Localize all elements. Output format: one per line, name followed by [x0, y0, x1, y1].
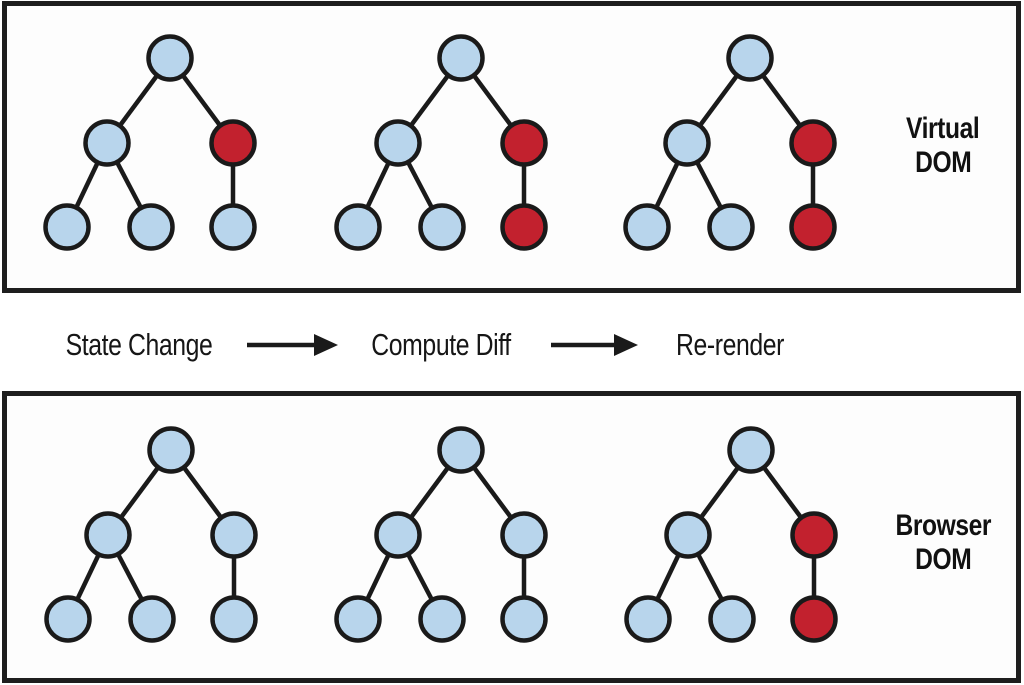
tree-node: [210, 595, 258, 643]
virtual-dom-tree-2: [334, 34, 548, 251]
tree-node: [726, 34, 774, 82]
tree-node: [43, 203, 91, 251]
tree-node: [708, 595, 756, 643]
tree-node: [146, 34, 194, 82]
process-step-state-change: State Change: [65, 327, 213, 362]
tree-node-changed: [500, 119, 548, 167]
tree-node: [374, 511, 422, 559]
virtual-dom-label: Virtual DOM: [863, 112, 1023, 180]
browser-dom-tree-1: [44, 426, 258, 643]
tree-node: [44, 595, 92, 643]
tree-node-changed: [209, 119, 257, 167]
tree-node-changed: [790, 595, 838, 643]
arrow-right-icon: [246, 332, 338, 358]
tree-node: [437, 426, 485, 474]
arrow-right-icon: [550, 332, 638, 358]
virtual-dom-label-line2: DOM: [914, 146, 972, 179]
tree-node-changed: [789, 119, 837, 167]
tree-node: [334, 203, 382, 251]
tree-node: [418, 203, 466, 251]
process-flow: State Change Compute Diff Re-render: [0, 294, 1024, 391]
tree-node: [500, 511, 548, 559]
tree-node: [727, 426, 775, 474]
tree-node-changed: [500, 203, 548, 251]
tree-node-changed: [789, 203, 837, 251]
tree-node: [664, 511, 712, 559]
tree-node: [374, 119, 422, 167]
tree-node: [623, 203, 671, 251]
virtual-dom-label-line1: Virtual: [906, 112, 980, 145]
process-step-re-render: Re-render: [675, 327, 785, 362]
tree-node: [624, 595, 672, 643]
tree-node: [334, 595, 382, 643]
tree-node: [707, 203, 755, 251]
virtual-dom-tree-3: [623, 34, 837, 251]
process-step-compute-diff: Compute Diff: [371, 327, 511, 362]
browser-dom-tree-2: [334, 426, 548, 643]
virtual-dom-panel: Virtual DOM: [2, 1, 1021, 293]
browser-dom-label-line2: DOM: [914, 543, 972, 576]
tree-node: [147, 426, 195, 474]
tree-node: [437, 34, 485, 82]
browser-dom-panel: Browser DOM: [2, 391, 1021, 683]
tree-node: [418, 595, 466, 643]
tree-node: [209, 203, 257, 251]
tree-node: [128, 595, 176, 643]
tree-node: [210, 511, 258, 559]
tree-node: [500, 595, 548, 643]
tree-node: [84, 511, 132, 559]
browser-dom-label: Browser DOM: [863, 509, 1023, 577]
tree-node: [83, 119, 131, 167]
tree-node: [663, 119, 711, 167]
tree-node: [127, 203, 175, 251]
tree-node-changed: [790, 511, 838, 559]
browser-dom-label-line1: Browser: [895, 509, 991, 542]
virtual-dom-tree-1: [43, 34, 257, 251]
browser-dom-tree-3: [624, 426, 838, 643]
